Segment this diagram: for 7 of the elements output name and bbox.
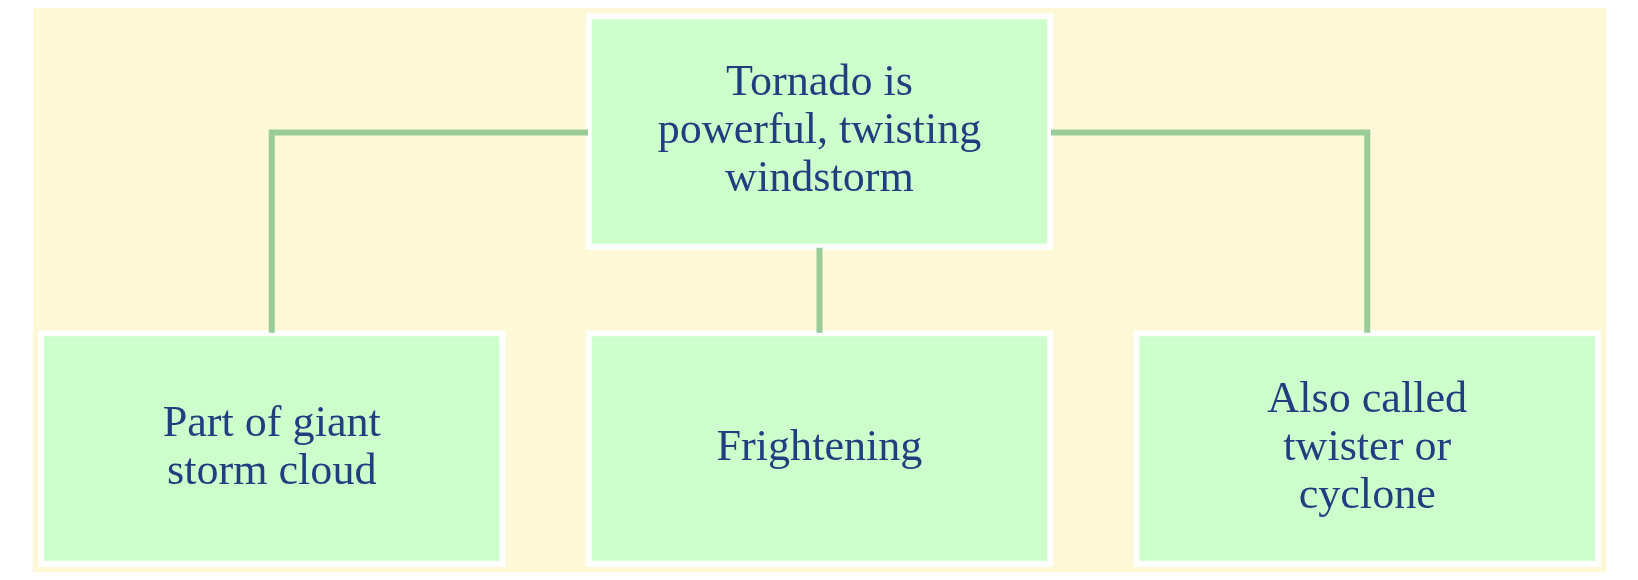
node-box: Tornado is powerful, twisting windstorm xyxy=(585,13,1053,250)
node-box: Part of giant storm cloud xyxy=(37,330,505,567)
connector xyxy=(268,129,588,333)
node-box: Also called twister or cyclone xyxy=(1133,330,1601,567)
node-box: Frightening xyxy=(585,330,1053,567)
connector xyxy=(1050,129,1370,333)
connector xyxy=(816,247,822,333)
